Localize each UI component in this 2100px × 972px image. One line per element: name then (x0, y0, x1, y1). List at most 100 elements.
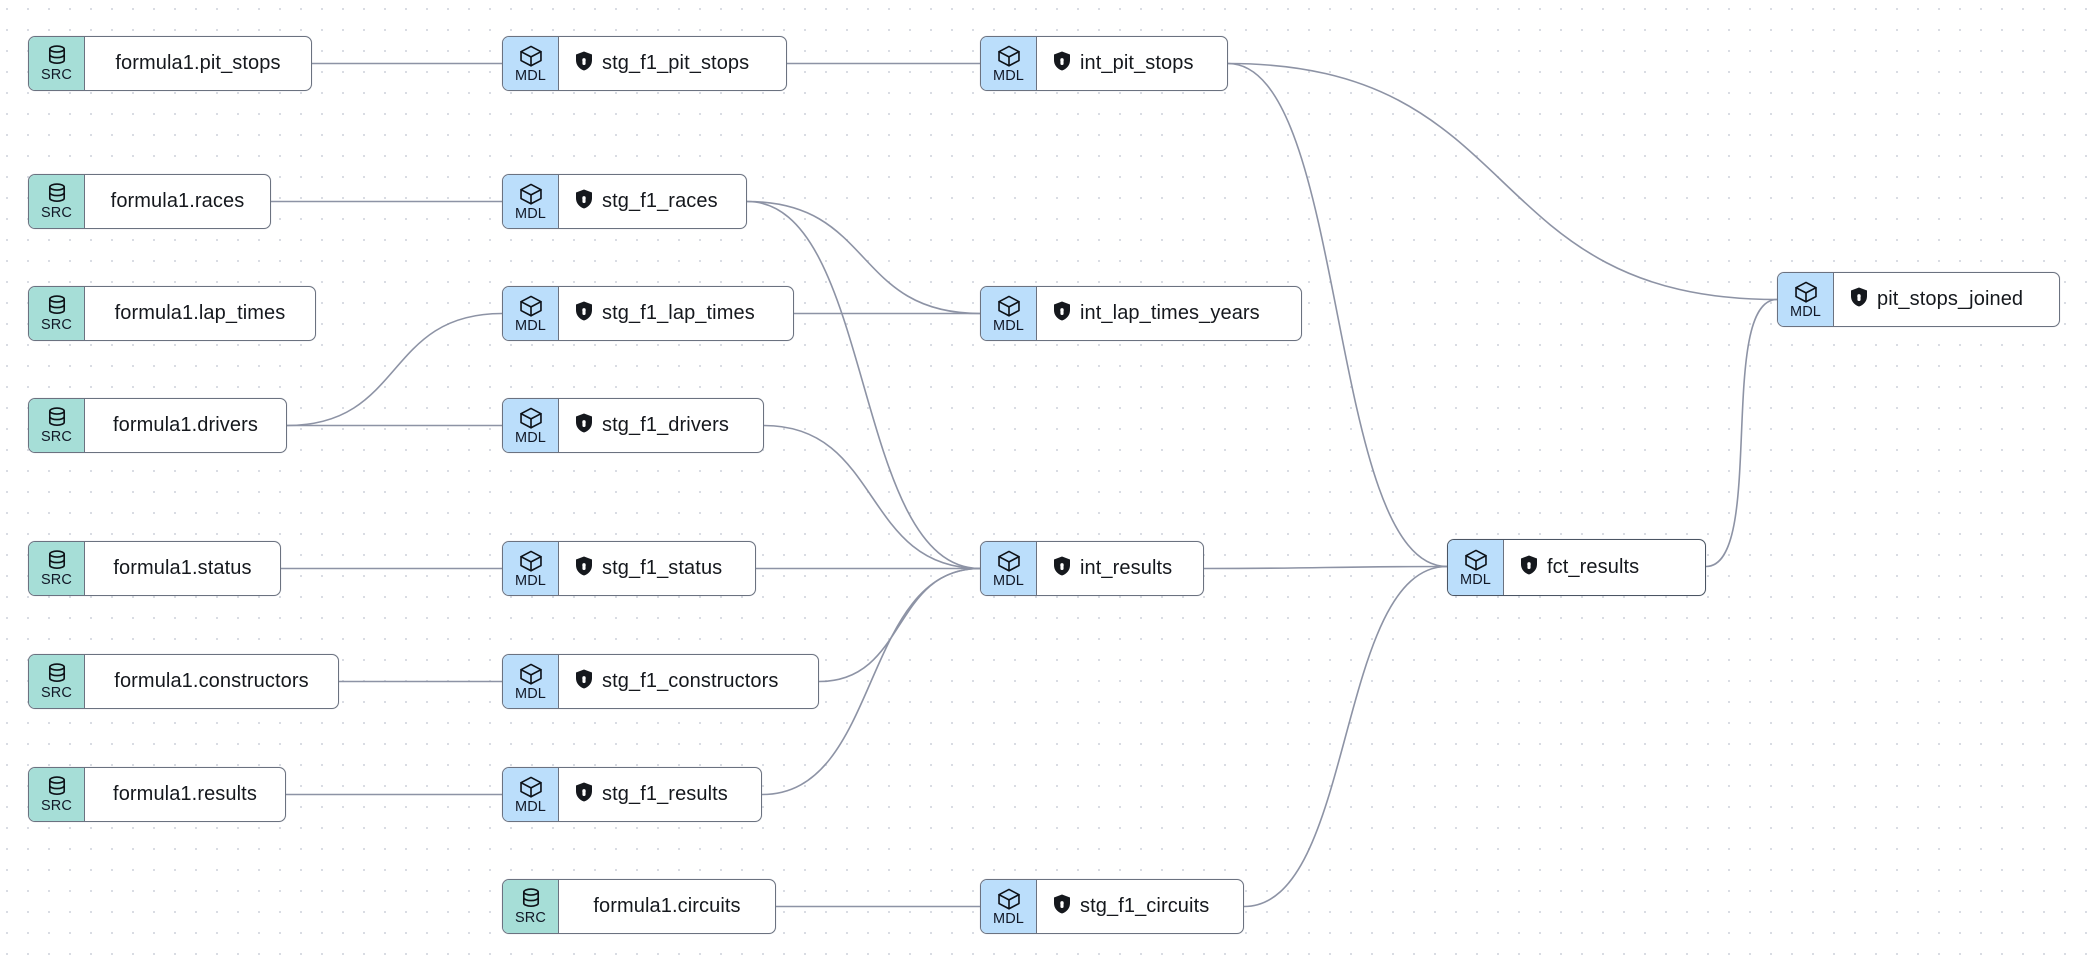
node-label: formula1.results (113, 783, 257, 805)
lineage-node-stg_pit_stops[interactable]: MDL stg_f1_pit_stops (502, 36, 787, 91)
node-type-label: MDL (515, 205, 546, 222)
node-type-badge-mdl: MDL (1448, 540, 1504, 595)
node-type-label: MDL (993, 910, 1024, 927)
cube-icon (518, 182, 544, 206)
node-type-badge-mdl: MDL (503, 542, 559, 595)
cube-icon (518, 549, 544, 573)
node-type-label: MDL (515, 798, 546, 815)
node-label: formula1.lap_times (114, 302, 286, 324)
edge-fct_results-to-pit_stops_joined (1705, 298, 1778, 568)
lineage-node-stg_status[interactable]: MDL stg_f1_status (502, 541, 756, 596)
shield-lock-icon (1053, 556, 1071, 581)
node-type-label: MDL (1790, 303, 1821, 320)
edge-stg_drivers-to-int_results (763, 424, 981, 570)
lineage-node-src_constructors[interactable]: SRC formula1.constructors (28, 654, 339, 709)
node-type-badge-src: SRC (503, 880, 559, 933)
lineage-node-stg_drivers[interactable]: MDL stg_f1_drivers (502, 398, 764, 453)
cube-icon (518, 775, 544, 799)
cube-icon (996, 887, 1022, 911)
lineage-node-src_status[interactable]: SRC formula1.status (28, 541, 281, 596)
edge-int_pit_stops-to-pit_stops_joined (1227, 62, 1778, 301)
lineage-node-pit_stops_joined[interactable]: MDL pit_stops_joined (1777, 272, 2060, 327)
node-type-label: SRC (41, 685, 72, 701)
shield-lock-icon (575, 189, 593, 214)
node-type-label: MDL (515, 317, 546, 334)
cube-icon (996, 549, 1022, 573)
cube-icon (518, 406, 544, 430)
node-body: stg_f1_results (559, 768, 761, 821)
lineage-node-int_pit_stops[interactable]: MDL int_pit_stops (980, 36, 1228, 91)
edge-src_drivers-to-stg_lap_times (286, 312, 503, 427)
node-type-badge-mdl: MDL (1778, 273, 1834, 326)
lineage-node-int_results[interactable]: MDL int_results (980, 541, 1204, 596)
node-type-badge-mdl: MDL (503, 655, 559, 708)
shield-lock-icon (575, 556, 593, 581)
shield-lock-icon (1053, 894, 1071, 919)
node-type-badge-src: SRC (29, 655, 85, 708)
lineage-node-stg_results[interactable]: MDL stg_f1_results (502, 767, 762, 822)
lineage-node-src_lap_times[interactable]: SRC formula1.lap_times (28, 286, 316, 341)
lineage-node-stg_constructors[interactable]: MDL stg_f1_constructors (502, 654, 819, 709)
shield-lock-icon (1520, 555, 1538, 580)
node-label: formula1.drivers (113, 414, 258, 436)
lineage-node-fct_results[interactable]: MDL fct_results (1447, 539, 1706, 596)
node-body: formula1.constructors (85, 655, 338, 708)
node-label: stg_f1_pit_stops (602, 52, 750, 74)
lineage-node-src_results[interactable]: SRC formula1.results (28, 767, 286, 822)
node-body: pit_stops_joined (1834, 273, 2059, 326)
node-type-badge-src: SRC (29, 399, 85, 452)
database-cylinder-icon (45, 549, 69, 572)
database-cylinder-icon (45, 662, 69, 685)
node-type-badge-mdl: MDL (981, 880, 1037, 933)
node-body: formula1.results (85, 768, 285, 821)
lineage-node-stg_lap_times[interactable]: MDL stg_f1_lap_times (502, 286, 794, 341)
node-body: formula1.circuits (559, 880, 775, 933)
node-body: stg_f1_pit_stops (559, 37, 786, 90)
node-label: int_lap_times_years (1080, 302, 1260, 324)
node-label: int_pit_stops (1080, 52, 1194, 74)
node-body: stg_f1_circuits (1037, 880, 1243, 933)
shield-lock-icon (575, 782, 593, 807)
lineage-node-src_circuits[interactable]: SRC formula1.circuits (502, 879, 776, 934)
node-label: stg_f1_drivers (602, 414, 730, 436)
node-label: formula1.constructors (114, 670, 309, 692)
lineage-node-src_pit_stops[interactable]: SRC formula1.pit_stops (28, 36, 312, 91)
node-label: formula1.races (110, 190, 245, 212)
node-label: stg_f1_circuits (1080, 895, 1210, 917)
node-body: formula1.pit_stops (85, 37, 311, 90)
node-body: stg_f1_races (559, 175, 746, 228)
node-label: formula1.pit_stops (115, 52, 281, 74)
node-label: int_results (1080, 557, 1173, 579)
shield-lock-icon (1053, 301, 1071, 326)
database-cylinder-icon (45, 294, 69, 317)
edge-int_results-to-fct_results (1203, 565, 1448, 570)
database-cylinder-icon (45, 775, 69, 798)
edge-stg_circuits-to-fct_results (1243, 565, 1448, 908)
node-type-badge-mdl: MDL (503, 37, 559, 90)
node-body: int_lap_times_years (1037, 287, 1301, 340)
lineage-node-int_lap_times[interactable]: MDL int_lap_times_years (980, 286, 1302, 341)
database-cylinder-icon (45, 44, 69, 67)
node-label: stg_f1_lap_times (602, 302, 755, 324)
node-type-badge-mdl: MDL (981, 287, 1037, 340)
node-label: stg_f1_status (602, 557, 723, 579)
lineage-node-src_drivers[interactable]: SRC formula1.drivers (28, 398, 287, 453)
node-type-badge-src: SRC (29, 768, 85, 821)
node-type-badge-mdl: MDL (503, 399, 559, 452)
node-type-badge-src: SRC (29, 542, 85, 595)
node-type-label: MDL (515, 685, 546, 702)
node-body: formula1.status (85, 542, 280, 595)
node-body: formula1.drivers (85, 399, 286, 452)
node-label: formula1.status (113, 557, 252, 579)
node-type-label: SRC (41, 317, 72, 333)
lineage-node-stg_races[interactable]: MDL stg_f1_races (502, 174, 747, 229)
node-body: formula1.races (85, 175, 270, 228)
lineage-node-stg_circuits[interactable]: MDL stg_f1_circuits (980, 879, 1244, 934)
node-body: stg_f1_status (559, 542, 755, 595)
lineage-node-src_races[interactable]: SRC formula1.races (28, 174, 271, 229)
cube-icon (1463, 548, 1489, 572)
node-type-label: MDL (515, 67, 546, 84)
shield-lock-icon (575, 51, 593, 76)
edge-stg_constructors-to-int_results (818, 567, 981, 683)
